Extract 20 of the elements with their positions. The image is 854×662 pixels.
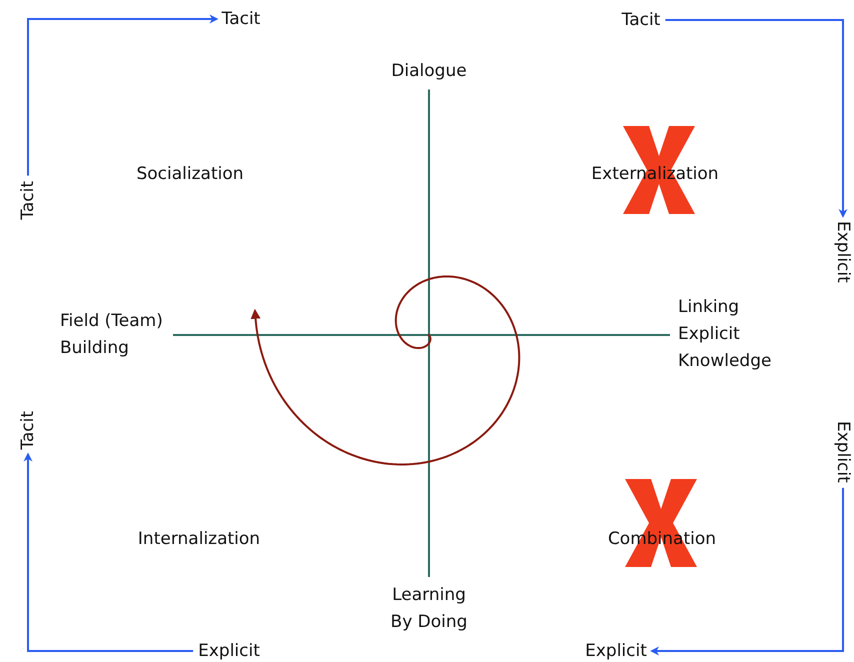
arrow [650,488,844,656]
arrow [27,14,218,176]
axis-label: Learning By Doing [379,582,479,636]
axis-label: Explicit [198,638,260,662]
axis-label: Tacit [222,6,260,32]
quadrant-label: Internalization [138,528,260,550]
axis-label: Tacit [18,410,38,450]
axis-label: Explicit [833,221,853,283]
quadrant-label: Socialization [136,163,244,185]
axis-label: Tacit [18,180,38,220]
arrow [24,452,194,652]
axis-label: Explicit [833,421,853,483]
axis-label: Tacit [622,6,660,34]
axis-label: Linking Explicit Knowledge [678,294,774,374]
axis-line [428,90,430,577]
axis-line [173,334,670,336]
axis-label: Dialogue [391,58,467,84]
axis-label: Explicit [585,638,647,662]
axis-label: Field (Team) Building [60,308,165,362]
arrow [665,19,848,218]
